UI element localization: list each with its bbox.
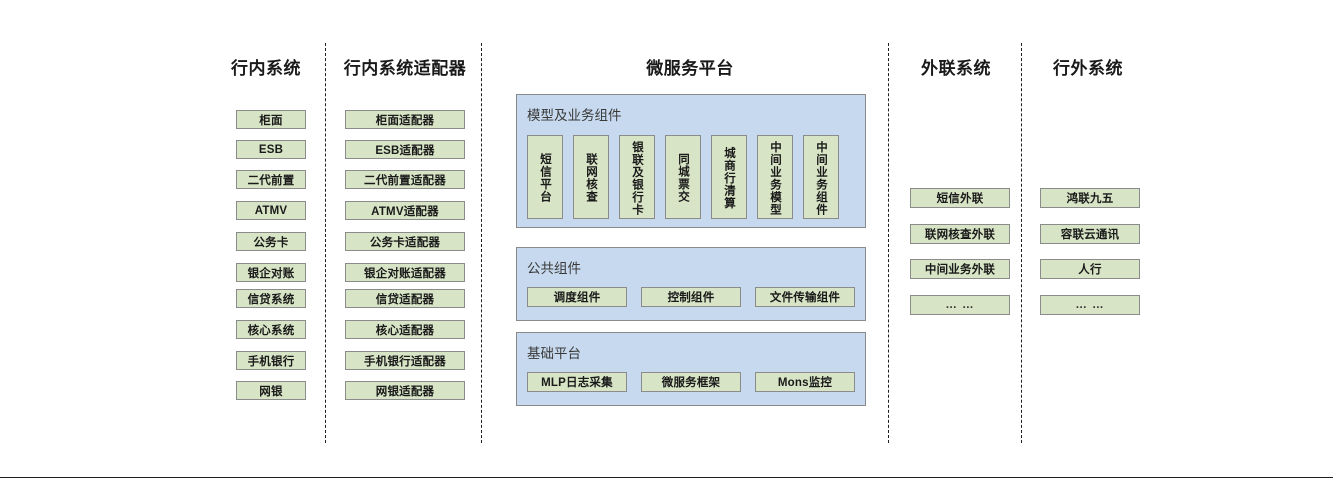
node-adapter-8[interactable]: 手机银行适配器 bbox=[345, 351, 465, 370]
node-internal-2[interactable]: 二代前置 bbox=[236, 170, 306, 189]
column-divider-1 bbox=[325, 43, 326, 443]
column-header-outside-bank-systems: 行外系统 bbox=[1053, 59, 1123, 78]
node-platform-public-1[interactable]: 控制组件 bbox=[641, 287, 741, 307]
node-outside-0[interactable]: 鸿联九五 bbox=[1040, 188, 1140, 208]
node-adapter-0[interactable]: 柜面适配器 bbox=[345, 110, 465, 129]
node-internal-8[interactable]: 手机银行 bbox=[236, 351, 306, 370]
node-platform-public-0[interactable]: 调度组件 bbox=[527, 287, 627, 307]
node-internal-1[interactable]: ESB bbox=[236, 140, 306, 159]
panel-title-base-platform: 基础平台 bbox=[527, 346, 581, 361]
node-internal-3[interactable]: ATMV bbox=[236, 201, 306, 220]
node-adapter-6[interactable]: 信贷适配器 bbox=[345, 289, 465, 308]
node-internal-9[interactable]: 网银 bbox=[236, 381, 306, 400]
node-adapter-2[interactable]: 二代前置适配器 bbox=[345, 170, 465, 189]
node-internal-4[interactable]: 公务卡 bbox=[236, 232, 306, 251]
column-divider-2 bbox=[481, 43, 482, 443]
node-platform-model-1[interactable]: 联网核查 bbox=[573, 135, 609, 219]
node-adapter-4[interactable]: 公务卡适配器 bbox=[345, 232, 465, 251]
node-platform-model-2[interactable]: 银联及银行卡 bbox=[619, 135, 655, 219]
column-header-internal-systems: 行内系统 bbox=[231, 59, 301, 78]
node-adapter-3[interactable]: ATMV适配器 bbox=[345, 201, 465, 220]
node-adapter-9[interactable]: 网银适配器 bbox=[345, 381, 465, 400]
node-platform-model-5[interactable]: 中间业务模型 bbox=[757, 135, 793, 219]
node-platform-model-4[interactable]: 城商行清算 bbox=[711, 135, 747, 219]
node-platform-model-6[interactable]: 中间业务组件 bbox=[803, 135, 839, 219]
node-external-3[interactable]: … … bbox=[910, 295, 1010, 315]
node-platform-base-2[interactable]: Mons监控 bbox=[755, 372, 855, 392]
node-platform-public-2[interactable]: 文件传输组件 bbox=[755, 287, 855, 307]
column-divider-4 bbox=[1021, 43, 1022, 443]
node-internal-5[interactable]: 银企对账 bbox=[236, 263, 306, 282]
node-platform-model-0[interactable]: 短信平台 bbox=[527, 135, 563, 219]
node-internal-6[interactable]: 信贷系统 bbox=[236, 289, 306, 308]
node-outside-2[interactable]: 人行 bbox=[1040, 259, 1140, 279]
panel-public-components bbox=[516, 247, 866, 321]
node-outside-3[interactable]: … … bbox=[1040, 295, 1140, 315]
panel-title-model-business-components: 模型及业务组件 bbox=[527, 108, 622, 123]
footer-divider bbox=[0, 477, 1333, 478]
node-outside-1[interactable]: 容联云通讯 bbox=[1040, 224, 1140, 244]
node-external-1[interactable]: 联网核查外联 bbox=[910, 224, 1010, 244]
node-adapter-5[interactable]: 银企对账适配器 bbox=[345, 263, 465, 282]
column-header-microservice-platform: 微服务平台 bbox=[646, 59, 734, 78]
node-platform-base-1[interactable]: 微服务框架 bbox=[641, 372, 741, 392]
node-external-2[interactable]: 中间业务外联 bbox=[910, 259, 1010, 279]
node-internal-0[interactable]: 柜面 bbox=[236, 110, 306, 129]
column-header-external-link-systems: 外联系统 bbox=[921, 59, 991, 78]
column-header-internal-system-adapters: 行内系统适配器 bbox=[343, 59, 467, 78]
node-platform-base-0[interactable]: MLP日志采集 bbox=[527, 372, 627, 392]
panel-title-public-components: 公共组件 bbox=[527, 261, 581, 276]
node-internal-7[interactable]: 核心系统 bbox=[236, 320, 306, 339]
node-adapter-1[interactable]: ESB适配器 bbox=[345, 140, 465, 159]
panel-base-platform bbox=[516, 332, 866, 406]
node-adapter-7[interactable]: 核心适配器 bbox=[345, 320, 465, 339]
column-divider-3 bbox=[888, 43, 889, 443]
node-external-0[interactable]: 短信外联 bbox=[910, 188, 1010, 208]
node-platform-model-3[interactable]: 同城票交 bbox=[665, 135, 701, 219]
